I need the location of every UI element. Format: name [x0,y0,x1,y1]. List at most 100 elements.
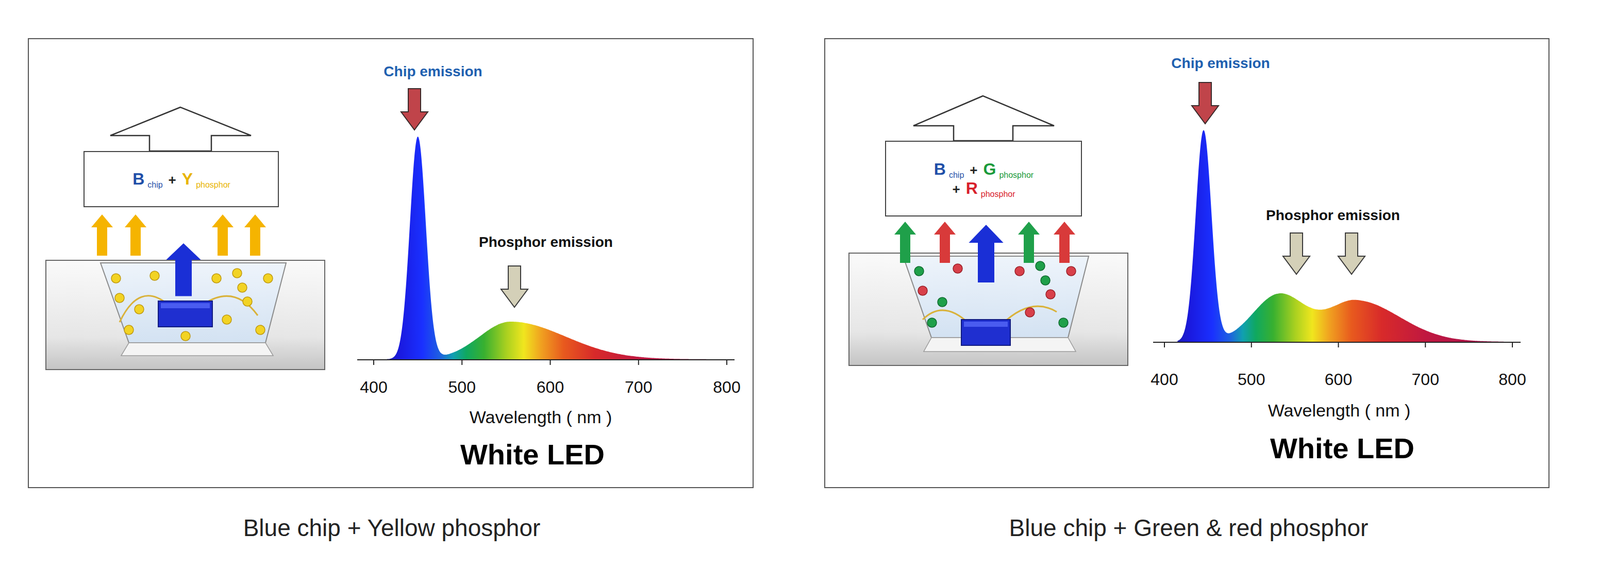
tick-label: 400 [359,378,388,397]
phosphor-particle [211,273,222,283]
subscript-text: phosphor [195,180,231,190]
axis-tick [1163,342,1165,348]
phosphor-particle [1035,261,1045,271]
formula-text: Y [181,169,193,189]
phosphor-particle [918,286,928,296]
phosphor-emission-arrow [1338,232,1365,275]
hollow-arrow [110,107,252,152]
chip-emission-arrow [401,88,428,130]
chart-title: White LED [460,438,605,471]
axis-tick [726,359,728,365]
formula-text: R [965,178,978,198]
axis-tick [461,359,463,365]
phosphor-particle [180,331,191,341]
tick-label: 600 [536,378,564,397]
phosphor-particle [150,271,160,281]
cup-floor [121,342,274,356]
tick-label: 800 [712,378,741,397]
phosphor-particle [237,282,247,293]
emission-label: Phosphor emission [478,234,613,251]
green-light-arrow [1018,221,1040,263]
axis-tick [1511,342,1513,348]
axis-tick [373,359,375,365]
phosphor-emission-arrow [1282,232,1310,275]
formula-box: Bchip+Gphosphor+Rphosphor [885,140,1082,217]
caption: Blue chip + Yellow phosphor [243,514,541,542]
phosphor-particle [242,296,253,307]
formula-line: Bchip +Yphosphor [129,169,233,189]
blue-chip [158,301,213,327]
phosphor-emission-arrow [501,265,528,308]
formula-text: + [168,172,177,189]
yellow-light-arrow [244,214,266,256]
caption: Blue chip + Green & red phosphor [1009,514,1369,542]
panel-frame [824,38,1549,488]
formula-text: B [934,159,946,179]
formula-text: B [132,169,145,189]
phosphor-particle [937,297,947,307]
cavity [903,256,1089,338]
subscript-text: chip [147,180,163,190]
blue-chip [961,319,1011,346]
emission-label: Chip emission [1171,55,1270,72]
tick-label: 800 [1498,370,1526,389]
phosphor-particle [927,318,937,328]
tick-label: 600 [1324,370,1353,389]
tick-label: 400 [1150,370,1178,389]
phosphor-particle [255,325,265,335]
chip-emission-arrow [1191,82,1219,124]
axis-title: Wavelength ( nm ) [1268,401,1411,421]
axis-tick [550,359,552,365]
tick-label: 500 [448,378,476,397]
phosphor-particle [111,273,121,283]
axis-tick [1251,342,1253,348]
formula-text: + [969,162,978,179]
formula-line: Bchip+Gphosphor [930,159,1037,179]
red-light-arrow [934,221,956,263]
blue-light-arrow [165,243,201,296]
phosphor-particle [232,268,242,278]
yellow-light-arrow [211,214,234,256]
axis-tick [1338,342,1340,348]
axis-title: Wavelength ( nm ) [469,407,613,427]
chip-top [963,321,1008,327]
phosphor-particle [1045,289,1056,299]
phosphor-particle [222,314,232,325]
phosphor-particle [1014,266,1025,276]
led-package [848,95,1128,366]
yellow-phosphor-particles [111,268,273,341]
phosphor-particle [263,273,273,283]
emission-spectrum [387,136,719,360]
phosphor-particle [1025,307,1035,318]
green-red-phosphor-particles [914,261,1076,328]
chip-top [160,303,210,309]
hollow-arrow [913,95,1055,141]
led-package [45,107,325,370]
yellow-light-arrow [91,214,113,256]
axis-line [357,359,735,361]
axis-tick [638,359,640,365]
phosphor-particle [1058,318,1069,328]
spectra [357,129,1521,365]
subscript-text: phosphor [998,170,1034,180]
subscript-text: chip [948,170,964,180]
phosphor-particle [114,293,125,303]
blue-light-arrow [968,224,1004,283]
yellow-light-arrow [124,214,147,256]
tick-label: 700 [624,378,653,397]
formula-box: Bchip +Yphosphor [83,151,279,208]
phosphor-particle [953,263,963,274]
green-light-arrow [894,221,916,263]
emission-label: Chip emission [383,63,482,80]
axis-line [1153,341,1521,343]
formula-line: +Rphosphor [948,178,1018,198]
emission-spectrum [1177,129,1504,342]
tick-label: 700 [1411,370,1440,389]
phosphor-particle [124,325,134,335]
panel-frame [28,38,754,488]
phosphor-particle [914,266,924,276]
axis-tick [1424,342,1426,348]
tick-label: 500 [1237,370,1265,389]
subscript-text: phosphor [980,189,1016,199]
